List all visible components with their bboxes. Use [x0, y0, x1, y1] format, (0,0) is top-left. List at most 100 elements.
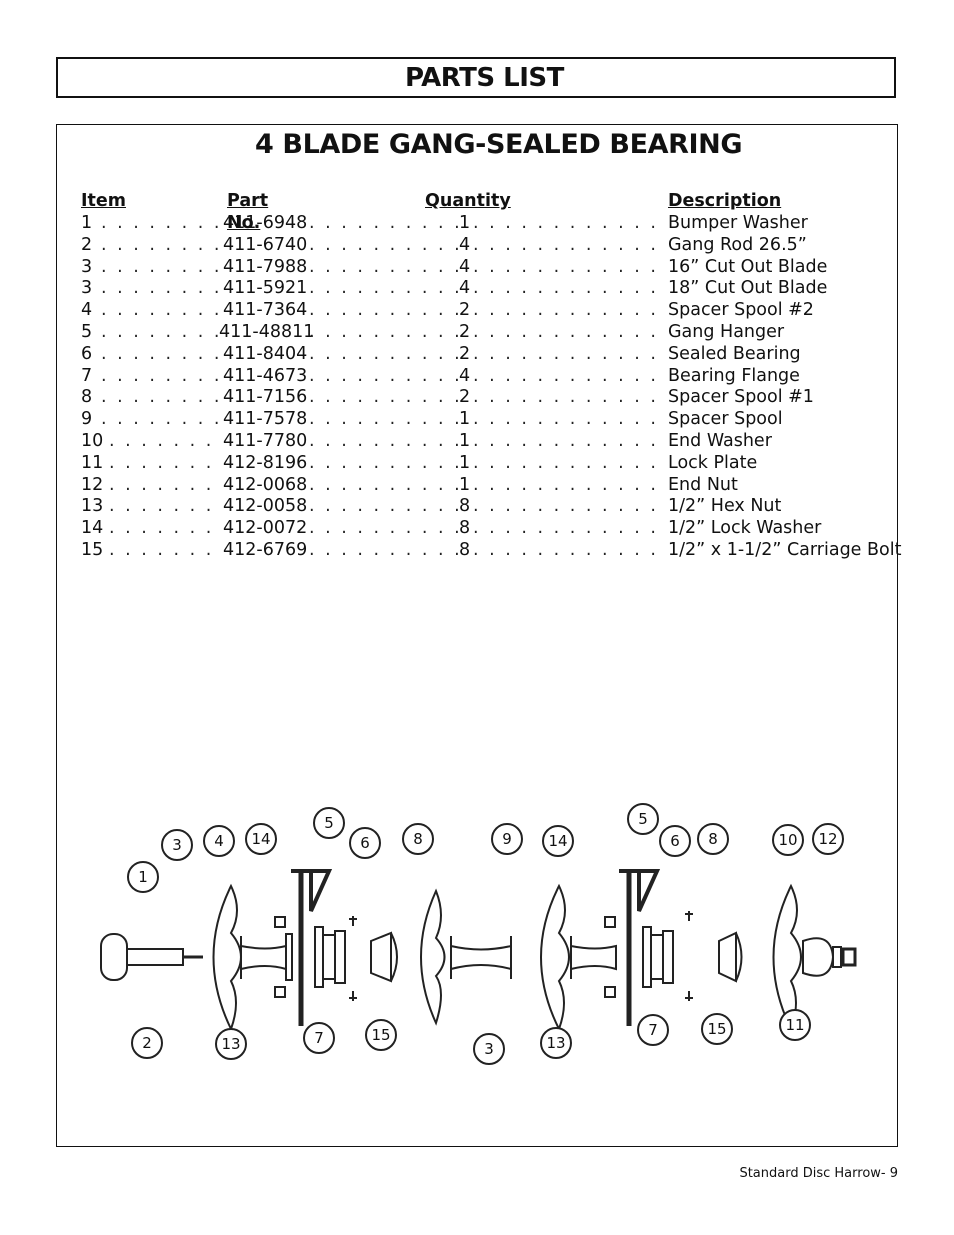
- leader-dots: . . . . . . . . . . . . . . . . . . . . …: [473, 452, 666, 473]
- leader-dots: . . . . . . . . . . . . . . .: [101, 213, 219, 233]
- description: Sealed Bearing: [668, 343, 801, 364]
- part-number: 412-0058: [223, 496, 308, 517]
- description: End Washer: [668, 430, 772, 451]
- svg-text:2: 2: [142, 1034, 152, 1052]
- leader-dots: . . . . . . . . . . . . . . . . . . . . …: [473, 343, 666, 364]
- page-footer: Standard Disc Harrow- 9: [739, 1166, 898, 1181]
- leader-dots: . . . . . . . . . . . . . . . . . . . . …: [473, 409, 666, 430]
- part-number: 411-5921: [223, 278, 308, 299]
- leader-dots: . . . . . . . . . . . . . . . . . . . .: [309, 409, 459, 430]
- item-number: 14: [81, 518, 104, 539]
- svg-text:15: 15: [707, 1020, 726, 1038]
- leader-dots: . . . . . . . . . . . . . . . . . . . .: [309, 387, 459, 408]
- item-number: 4: [81, 300, 93, 321]
- leader-dots: . . . . . . . . . . . . . . . . . . . . …: [473, 496, 666, 517]
- description: Lock Plate: [668, 452, 758, 473]
- leader-dots: . . . . . . . . . . . . . . .: [101, 409, 219, 430]
- leader-dots: . . . . . . . . . . . . . . . . . . . .: [309, 474, 459, 495]
- page-title-box: PARTS LIST: [56, 57, 896, 98]
- header-part-no: Part No.: [227, 191, 269, 233]
- description: Bearing Flange: [668, 365, 800, 386]
- bumper-washer-drawing: [100, 933, 128, 981]
- description: Gang Rod 26.5”: [668, 234, 807, 255]
- svg-text:15: 15: [371, 1026, 390, 1044]
- svg-text:8: 8: [708, 830, 718, 848]
- svg-text:3: 3: [172, 836, 182, 854]
- leader-dots: . . . . . . . . . . . . . . .: [109, 539, 219, 560]
- section-title: 4 BLADE GANG-SEALED BEARING: [255, 129, 743, 160]
- leader-dots: . . . . . . . . . . . . . . . . . . . .: [309, 539, 459, 560]
- quantity: 1: [459, 452, 471, 473]
- leader-dots: . . . . . . . . . . . . . . .: [101, 300, 219, 321]
- page-title: PARTS LIST: [405, 63, 564, 93]
- svg-text:6: 6: [670, 832, 680, 850]
- item-number: 15: [81, 539, 104, 560]
- part-number: 411-7364: [223, 300, 308, 321]
- leader-dots: . . . . . . . . . . . . . . . . . . . .: [309, 343, 459, 364]
- part-number: 412-0072: [223, 518, 308, 539]
- leader-dots: . . . . . . . . . . . . . . . . . . . .: [309, 234, 459, 255]
- description: End Nut: [668, 474, 738, 495]
- svg-text:13: 13: [221, 1035, 240, 1053]
- leader-dots: . . . . . . . . . . . . . . .: [109, 430, 219, 451]
- description: 1/2” Hex Nut: [668, 496, 782, 517]
- spacer-spool-drawing: [240, 936, 287, 979]
- quantity: 4: [459, 365, 471, 386]
- description: Spacer Spool #2: [668, 300, 814, 321]
- leader-dots: . . . . . . . . . . . . . . .: [101, 387, 219, 408]
- svg-text:14: 14: [251, 830, 270, 848]
- item-number: 12: [81, 474, 104, 495]
- gang-rod-drawing: [126, 948, 184, 966]
- svg-text:7: 7: [314, 1029, 324, 1047]
- svg-text:10: 10: [778, 831, 797, 849]
- leader-dots: . . . . . . . . . . . . . . . . . . . . …: [473, 278, 666, 299]
- part-number: 411-6948: [223, 213, 308, 233]
- description: Gang Hanger: [668, 321, 785, 342]
- svg-text:11: 11: [785, 1016, 804, 1034]
- quantity: 4: [459, 234, 471, 255]
- quantity: 4: [459, 278, 471, 299]
- quantity: 1: [459, 430, 471, 451]
- svg-text:9: 9: [502, 830, 512, 848]
- item-number: 6: [81, 343, 93, 364]
- part-number: 411-48811: [219, 321, 315, 342]
- svg-text:8: 8: [413, 830, 423, 848]
- leader-dots: . . . . . . . . . . . . . . . . . . . .: [309, 213, 459, 233]
- quantity: 1: [459, 474, 471, 495]
- svg-text:4: 4: [214, 832, 224, 850]
- gang-hanger-drawing: [291, 869, 333, 912]
- leader-dots: . . . . . . . . . . . . . . .: [109, 518, 219, 539]
- part-number: 412-0068: [223, 474, 308, 495]
- description: Spacer Spool #1: [668, 387, 814, 408]
- svg-text:5: 5: [324, 814, 334, 832]
- svg-text:6: 6: [360, 834, 370, 852]
- leader-dots: . . . . . . . . . . . . . . .: [101, 365, 219, 386]
- description: 16” Cut Out Blade: [668, 256, 828, 277]
- leader-dots: . . . . . . . . . . . . . . .: [101, 234, 219, 255]
- part-number: 411-7780: [223, 430, 308, 451]
- description: 18” Cut Out Blade: [668, 278, 828, 299]
- part-number: 412-6769: [223, 539, 308, 560]
- leader-dots: . . . . . . . . . . . . . . . . . . . . …: [473, 387, 666, 408]
- leader-dots: . . . . . . . . . . . . . . . . . . . .: [309, 256, 459, 277]
- exploded-assembly-diagram: 1 2 3 4 14 13 5 6 7 15 8 9 3 14 13 5 6 7…: [100, 803, 857, 1065]
- quantity: 8: [459, 539, 471, 560]
- part-number: 411-7988: [223, 256, 308, 277]
- item-number: 7: [81, 365, 93, 386]
- leader-dots: . . . . . . . . . . . . . . . . . . . . …: [473, 474, 666, 495]
- item-number: 5: [81, 321, 93, 342]
- item-number: 9: [81, 409, 93, 430]
- quantity: 8: [459, 496, 471, 517]
- leader-dots: . . . . . . . . . . . . . . . . . . . . …: [473, 518, 666, 539]
- leader-dots: . . . . . . . . . . . . . . . . . . . . …: [473, 213, 666, 233]
- blade-drawing: [212, 883, 242, 1032]
- leader-dots: . . . . . . . . . . . . . . .: [101, 343, 219, 364]
- svg-text:7: 7: [648, 1021, 658, 1039]
- leader-dots: . . . . . . . . . . . . . . .: [101, 278, 219, 299]
- leader-dots: . . . . . . . . . . . . . . .: [109, 496, 219, 517]
- leader-dots: . . . . . . . . . . . . . . . . . . . .: [309, 430, 459, 451]
- item-number: 8: [81, 387, 93, 408]
- quantity: 2: [459, 343, 471, 364]
- description: Spacer Spool: [668, 409, 783, 430]
- item-number: 11: [81, 452, 104, 473]
